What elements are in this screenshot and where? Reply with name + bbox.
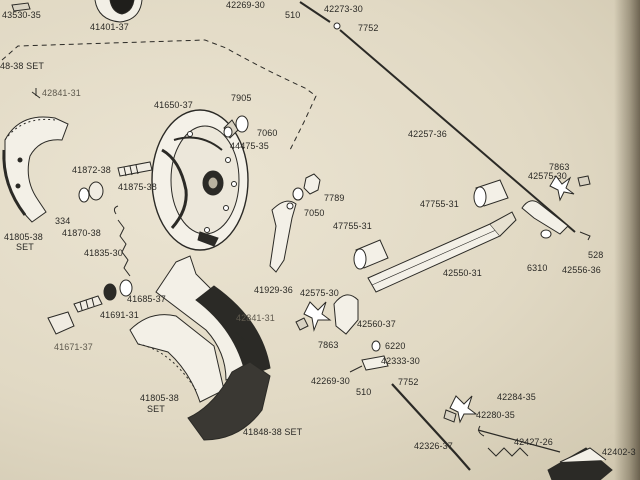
pedal-link — [477, 429, 561, 453]
part-label: 510 — [356, 387, 372, 397]
top-clevis-pin — [333, 22, 341, 30]
part-label: 41805-38 — [140, 393, 179, 403]
hold-down-pin-top — [31, 88, 41, 99]
spring-clip-mid — [303, 301, 332, 332]
clip-42280 — [443, 409, 457, 423]
part-label: 7050 — [304, 208, 325, 218]
part-label: 7752 — [358, 23, 379, 33]
part-label: 42269-30 — [226, 0, 265, 10]
part-label: 6310 — [527, 263, 548, 273]
part-label: 528 — [588, 250, 604, 260]
clip-42284 — [449, 395, 478, 424]
part-label: 47755-31 — [333, 221, 372, 231]
part-label: 42257-36 — [408, 129, 447, 139]
brake-pedal-pad — [547, 447, 613, 480]
part-label: 7863 — [549, 162, 570, 172]
part-label: 42550-31 — [443, 268, 482, 278]
part-label: 42326-37 — [414, 441, 453, 451]
adjuster-washer — [119, 279, 133, 297]
part-label: 41875-38 — [118, 182, 157, 192]
pedal-rod — [391, 383, 471, 471]
adjuster-fork — [47, 311, 75, 335]
nut-7789 — [303, 173, 321, 195]
link-42333 — [361, 355, 389, 371]
hold-down-pin-lower — [235, 328, 245, 341]
part-label: 43530-35 — [2, 10, 41, 20]
part-label: 41872-38 — [72, 165, 111, 175]
part-label: 44475-35 — [230, 141, 269, 151]
part-label: 41835-30 — [84, 248, 123, 258]
brake-drum-fragment — [94, 0, 143, 23]
return-spring — [117, 219, 131, 277]
top-link-rod — [299, 1, 331, 23]
washer-6220 — [371, 340, 381, 352]
part-label: 41870-38 — [62, 228, 101, 238]
part-label: 41691-31 — [100, 310, 139, 320]
part-label: 42841-31 — [42, 88, 81, 98]
part-label: 42841-31 — [236, 313, 275, 323]
part-label: 334 — [55, 216, 71, 226]
part-label: SET — [16, 242, 34, 252]
spring-clip-top — [549, 175, 575, 202]
part-label: 42273-30 — [324, 4, 363, 14]
washer-7050 — [292, 187, 304, 201]
part-label: 42556-36 — [562, 265, 601, 275]
part-label: 7752 — [398, 377, 419, 387]
part-label: 7863 — [318, 340, 339, 350]
part-label: 41401-37 — [90, 22, 129, 32]
right-shaft-lever — [521, 200, 569, 235]
part-label: 42284-35 — [497, 392, 536, 402]
nut-7863-top — [577, 175, 591, 187]
part-label: 41929-36 — [254, 285, 293, 295]
book-binding-shadow — [614, 0, 640, 480]
part-label: 42333-30 — [381, 356, 420, 366]
cotter-528 — [579, 231, 591, 241]
part-label: 7789 — [324, 193, 345, 203]
brake-rod-long — [339, 29, 576, 233]
cross-shaft — [367, 211, 517, 293]
part-label: 42269-30 — [311, 376, 350, 386]
part-label: 42575-30 — [528, 171, 567, 181]
part-label: 42427-26 — [514, 437, 553, 447]
part-label: 42402-3 — [602, 447, 636, 457]
part-label: 47755-31 — [420, 199, 459, 209]
part-label: 42280-35 — [476, 410, 515, 420]
adjuster-screw — [73, 295, 103, 313]
pin-42269 — [349, 365, 363, 373]
part-label: 41685-37 — [127, 294, 166, 304]
backing-plate — [151, 109, 249, 251]
parking-brake-lever — [269, 200, 297, 273]
part-label: 510 — [285, 10, 301, 20]
center-lever — [333, 294, 359, 335]
part-label: 7905 — [231, 93, 252, 103]
brake-shoe-upper — [2, 116, 69, 223]
part-label: 42575-30 — [300, 288, 339, 298]
brake-shoe-lower — [129, 255, 271, 403]
washer-6310 — [540, 229, 552, 239]
subassembly-dashed-border — [1, 39, 317, 151]
top-bolt — [11, 2, 31, 12]
part-label: 41671-37 — [54, 342, 93, 352]
brake-lining — [187, 361, 271, 441]
washer-7060 — [235, 115, 249, 133]
part-label: 7060 — [257, 128, 278, 138]
washer-334 — [78, 187, 90, 203]
part-label: 42560-37 — [357, 319, 396, 329]
nut-7863-mid — [295, 317, 309, 331]
part-label: 41805-38 — [4, 232, 43, 242]
part-label: 41848-38 SET — [243, 427, 303, 437]
part-label: 48-38 SET — [0, 61, 44, 71]
anchor-bolt — [117, 161, 153, 177]
part-label: SET — [147, 404, 165, 414]
pedal-spring — [487, 447, 529, 457]
part-label: 41650-37 — [154, 100, 193, 110]
adjuster-nut — [103, 283, 117, 301]
washer-41870 — [88, 181, 104, 201]
part-label: 6220 — [385, 341, 406, 351]
